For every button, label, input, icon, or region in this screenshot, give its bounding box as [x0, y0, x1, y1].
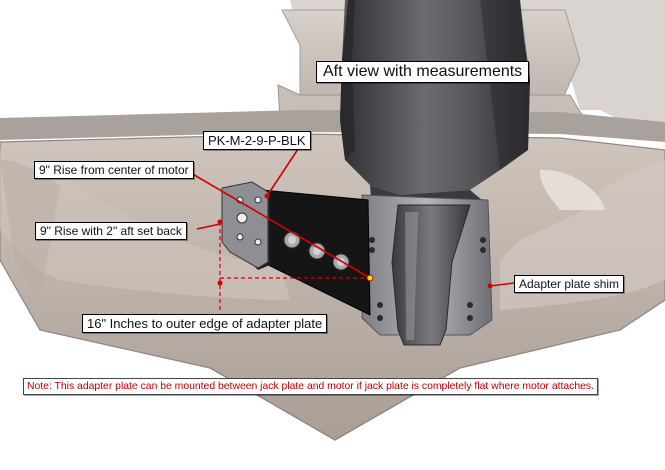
rise-aft-label: 9" Rise with 2" aft set back	[35, 222, 187, 240]
shim-label: Adapter plate shim	[514, 275, 625, 293]
mounting-flange	[221, 181, 269, 269]
outer-edge-label: 16" Inches to outer edge of adapter plat…	[82, 314, 328, 333]
part-number-label: PK-M-2-9-P-BLK	[203, 131, 311, 150]
title-label: Aft view with measurements	[316, 61, 530, 83]
measurement-points	[217, 193, 493, 289]
note-label: Note: This adapter plate can be mounted …	[23, 378, 598, 395]
rise-center-label: 9" Rise from center of motor	[34, 161, 194, 179]
outboard-motor	[340, 0, 530, 346]
